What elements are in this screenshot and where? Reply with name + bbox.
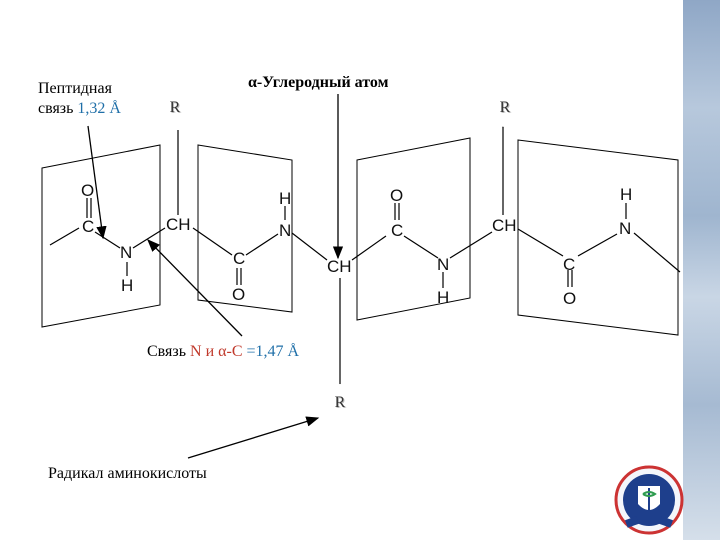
r-group-1: R — [169, 99, 181, 116]
atom-c2: C — [233, 249, 246, 268]
atom-o4: O — [563, 289, 577, 308]
peptide-bond-line1: Пептидная — [38, 80, 112, 97]
peptide-bond-prefix: связь — [38, 100, 78, 117]
atom-h3: H — [437, 288, 450, 307]
atom-n4: N — [619, 219, 632, 238]
atom-ch2: CH — [327, 257, 352, 276]
peptide-plane-4 — [517, 139, 679, 336]
atom-o1: O — [81, 181, 95, 200]
university-emblem-icon — [614, 465, 684, 535]
atom-h2: H — [279, 189, 292, 208]
peptide-plane-2 — [197, 144, 293, 313]
atom-ch1: CH — [166, 215, 191, 234]
radical-label: Радикал аминокислоты — [48, 465, 207, 482]
r-circle-1 — [156, 89, 194, 127]
atom-c4: C — [563, 255, 576, 274]
r-group-3: R — [334, 394, 346, 411]
decorative-sidebar — [683, 0, 720, 540]
n-alpha-and: и — [201, 343, 219, 360]
atom-c1: C — [82, 217, 95, 236]
atom-n1: N — [120, 243, 133, 262]
r-circle-2 — [486, 89, 524, 127]
r-group-2: R — [499, 99, 511, 116]
n-alpha-prefix: Связь — [147, 343, 190, 360]
atom-o3: O — [390, 186, 404, 205]
peptide-plane-1 — [41, 144, 161, 328]
atom-h4: H — [620, 185, 633, 204]
peptide-bond-length: 1,32 Å — [77, 100, 121, 117]
peptide-plane-3 — [356, 137, 471, 321]
r-circle-3 — [321, 384, 359, 422]
atom-c3: C — [391, 221, 404, 240]
atom-h1: H — [121, 276, 134, 295]
n-alpha-c: α-C — [218, 343, 243, 360]
atom-o2: O — [232, 285, 246, 304]
arrow-n-alpha-bond — [147, 239, 243, 337]
peptide-bond-label: Пептидная связь 1,32 Å — [38, 79, 121, 119]
atom-n2: N — [279, 221, 292, 240]
atom-n3: N — [437, 255, 450, 274]
alpha-carbon-label: α-Углеродный атом — [248, 74, 389, 91]
n-alpha-n: N — [190, 343, 202, 360]
atom-ch3: CH — [492, 216, 517, 235]
arrow-peptide-bond — [87, 125, 107, 240]
n-alpha-value: =1,47 Å — [242, 343, 300, 360]
arrow-radical — [187, 416, 320, 459]
n-alpha-bond-label: Связь N и α-C =1,47 Å — [147, 342, 299, 362]
